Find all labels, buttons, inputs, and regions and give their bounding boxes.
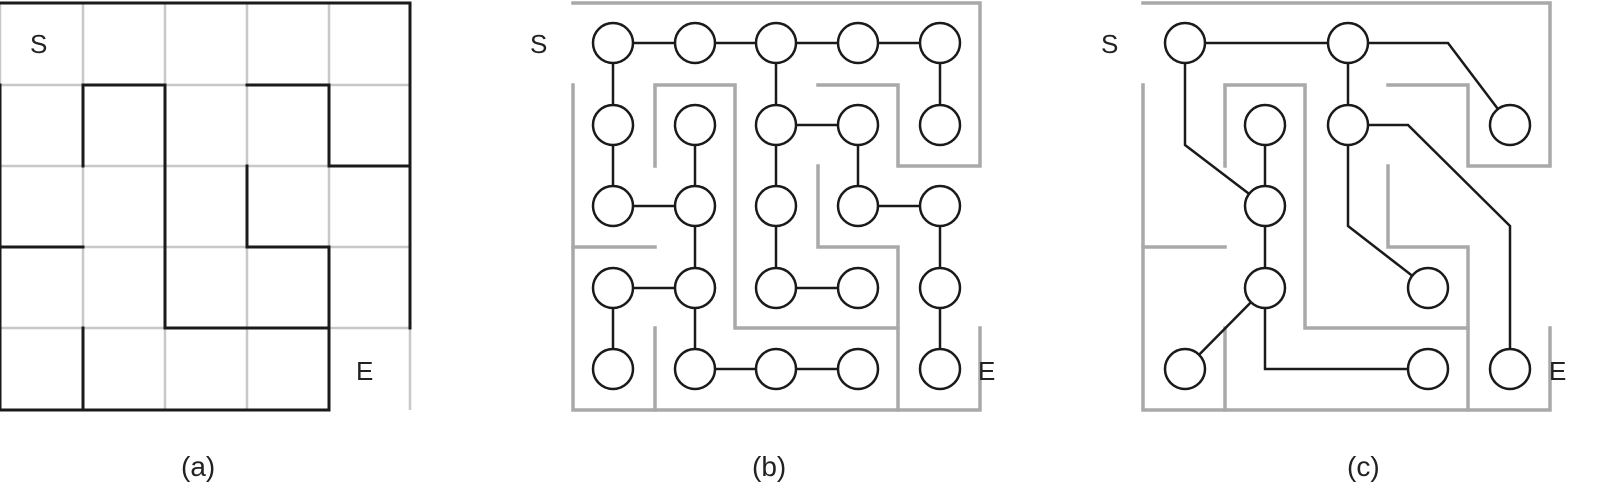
node — [1406, 347, 1450, 391]
end-label: E — [978, 356, 995, 386]
node — [836, 184, 880, 228]
node — [1163, 21, 1207, 65]
node — [754, 347, 798, 391]
node — [1243, 266, 1287, 310]
end-label: E — [1549, 356, 1566, 386]
panel-caption: (a) — [181, 451, 215, 482]
graph-nodes — [591, 21, 962, 391]
node — [836, 21, 880, 65]
node — [1326, 21, 1370, 65]
start-label: S — [530, 29, 547, 59]
node — [673, 21, 717, 65]
node — [754, 103, 798, 147]
node — [1243, 103, 1287, 147]
node — [918, 21, 962, 65]
node — [591, 347, 635, 391]
node — [673, 184, 717, 228]
node — [673, 266, 717, 310]
node — [836, 103, 880, 147]
node — [673, 103, 717, 147]
node — [1243, 184, 1287, 228]
panel-caption: (c) — [1347, 451, 1380, 482]
node — [673, 347, 717, 391]
node — [918, 184, 962, 228]
maze-walls — [571, 1, 982, 412]
node — [1488, 347, 1532, 391]
grid-lines — [0, 3, 412, 410]
node — [754, 266, 798, 310]
maze-walls — [1141, 1, 1552, 412]
node — [591, 103, 635, 147]
node — [836, 266, 880, 310]
node — [591, 184, 635, 228]
node — [754, 184, 798, 228]
node — [591, 266, 635, 310]
maze-walls — [0, 1, 412, 412]
panel-b: S E (b) — [530, 1, 995, 482]
panel-a: S E (a) — [0, 1, 412, 482]
node — [1488, 103, 1532, 147]
graph-edges — [1183, 41, 1512, 371]
node — [918, 103, 962, 147]
start-label: S — [1101, 29, 1118, 59]
graph-nodes — [1163, 21, 1532, 391]
node — [591, 21, 635, 65]
node — [918, 266, 962, 310]
panel-caption: (b) — [752, 451, 786, 482]
start-label: S — [30, 29, 47, 59]
node — [754, 21, 798, 65]
node — [918, 347, 962, 391]
node — [1326, 103, 1370, 147]
node — [836, 347, 880, 391]
node — [1406, 266, 1450, 310]
node — [1163, 347, 1207, 391]
end-label: E — [356, 356, 373, 386]
panel-c: S E (c) — [1101, 1, 1566, 482]
